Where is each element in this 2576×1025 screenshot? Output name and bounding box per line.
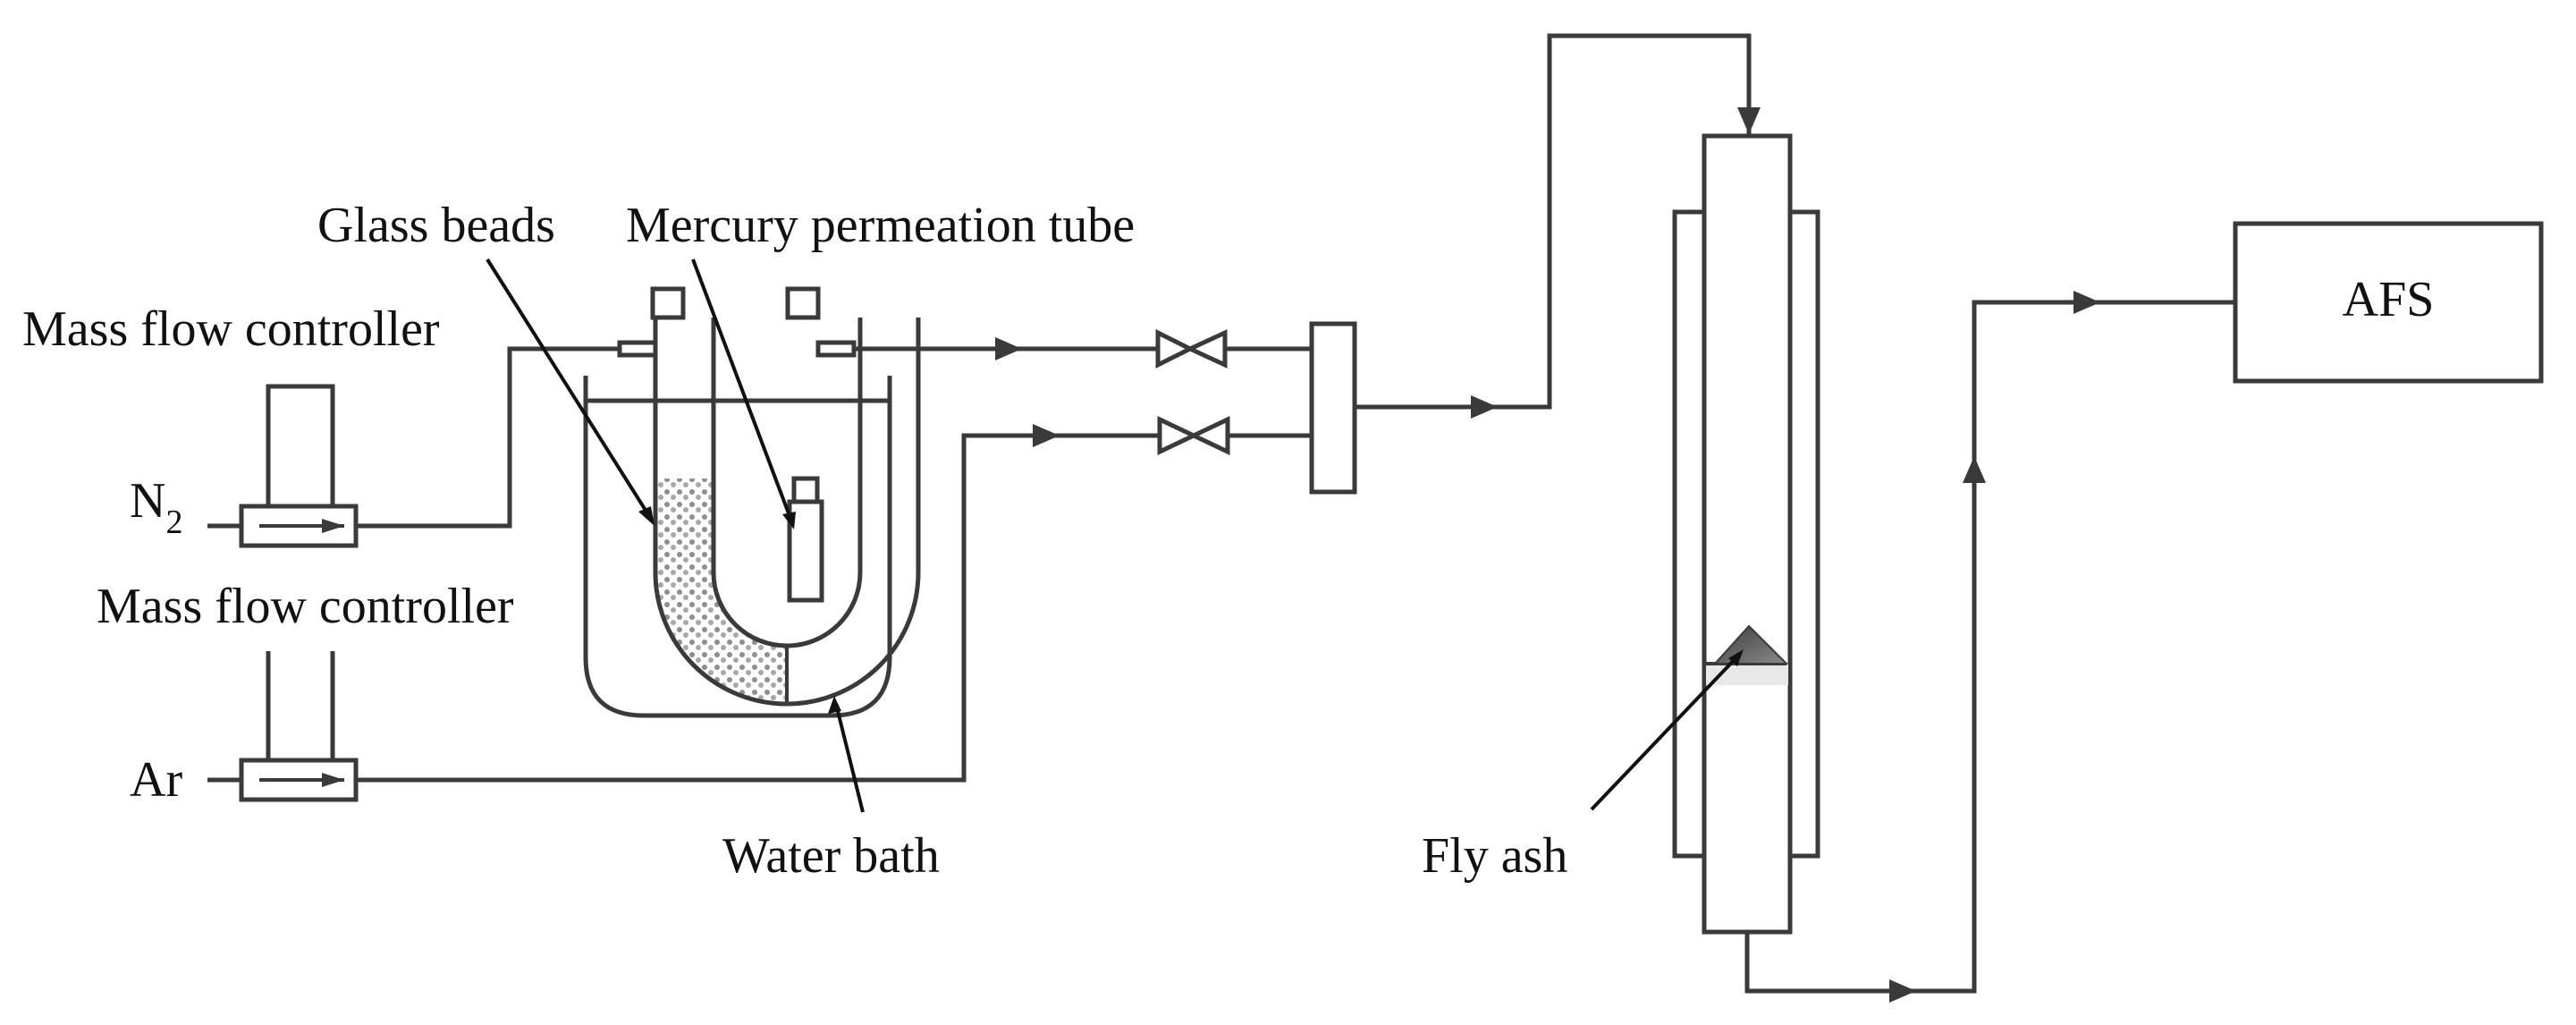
pointer-tip (638, 506, 655, 526)
water-bath-pointer (834, 703, 865, 813)
pointer-tip (1728, 649, 1744, 666)
glass-beads-fill (655, 479, 787, 704)
mercury-tube-label: Mercury permeation tube (626, 198, 1135, 253)
mass-flow-controller-n2 (239, 384, 359, 548)
flow-arrow (1737, 107, 1761, 134)
pointer-tip (828, 696, 841, 714)
fly-ash-label: Fly ash (1422, 828, 1567, 884)
valve-lower (1157, 416, 1230, 455)
afs-label: AFS (2343, 272, 2435, 327)
ar-line-to-mixer (356, 433, 1158, 783)
n2-line-to-bath (356, 346, 620, 529)
water-bath-label: Water bath (722, 828, 940, 884)
flow-arrow (1889, 979, 1916, 1003)
fly-ash-pointer (1590, 653, 1741, 811)
u-tube (617, 286, 921, 707)
mass-flow-controller-ar (239, 651, 359, 802)
mass-flow-controller-label-top: Mass flow controller (22, 301, 440, 357)
mass-flow-controller-label-bottom: Mass flow controller (97, 579, 514, 634)
ar-label: Ar (130, 752, 182, 808)
quartz-reactor (1702, 133, 1793, 935)
flow-arrow (995, 337, 1022, 360)
mercury-permeation-tube (787, 476, 824, 603)
pointer-tip (782, 512, 796, 529)
flow-arrow (2073, 291, 2100, 314)
flow-arrow (1963, 456, 1986, 483)
valve-upper (1155, 328, 1228, 369)
glass-beads-pointer (486, 258, 653, 521)
water-bath-vessel (583, 376, 892, 718)
afs-analyzer (2233, 221, 2544, 384)
n2-label: N2 (130, 473, 182, 541)
reactor-to-afs-line (1744, 300, 2235, 994)
glass-beads-label: Glass beads (317, 198, 555, 253)
flow-arrow (1471, 395, 1498, 419)
gas-mixer (1309, 321, 1357, 495)
flow-arrow (1033, 424, 1060, 447)
mercury-tube-pointer (691, 258, 793, 521)
